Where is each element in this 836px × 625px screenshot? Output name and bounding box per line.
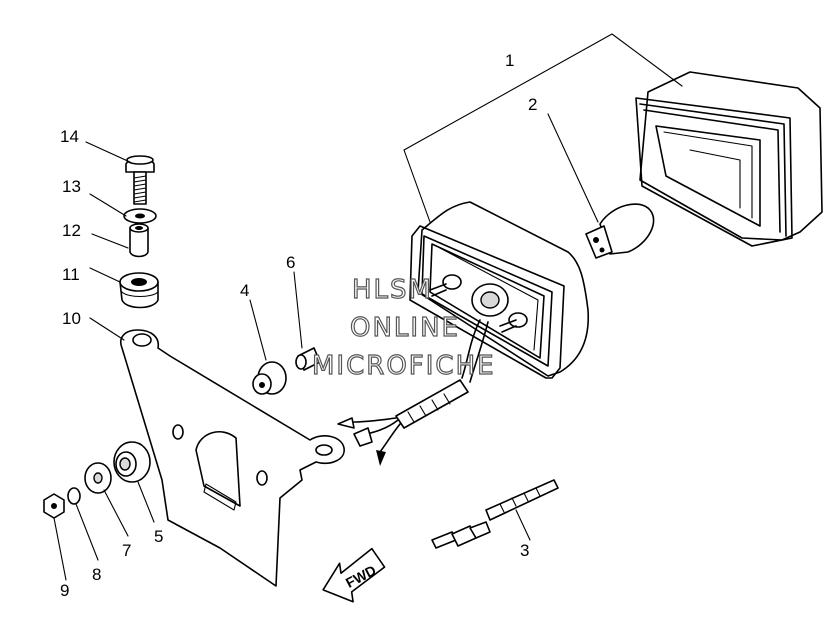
part-nut — [43, 493, 65, 519]
callout-labels: 1 2 3 4 5 6 7 8 9 10 11 12 13 14 — [60, 51, 537, 600]
part-damper — [119, 272, 159, 309]
watermark-line-1: HLSM — [352, 275, 433, 305]
watermark-line-3: MICROFICHE — [312, 351, 496, 381]
part-bolt — [125, 155, 155, 205]
watermark-line-2: ONLINE — [350, 313, 460, 343]
callout-8: 8 — [92, 565, 101, 584]
part-bracket — [120, 329, 345, 587]
callout-7: 7 — [122, 541, 131, 560]
callout-14: 14 — [60, 127, 79, 146]
callout-4: 4 — [240, 281, 249, 300]
part-lens-cover — [635, 71, 823, 247]
part-light-body — [337, 201, 590, 466]
leader-lines — [53, 33, 683, 581]
watermark: HLSM ONLINE MICROFICHE — [311, 274, 496, 381]
part-rubber-washer — [113, 441, 151, 483]
callout-11: 11 — [62, 265, 80, 284]
part-grommet — [252, 361, 287, 395]
callout-13: 13 — [62, 177, 81, 196]
callout-10: 10 — [62, 309, 81, 328]
callout-1: 1 — [505, 51, 514, 70]
callout-3: 3 — [520, 541, 529, 560]
part-plate-washer — [84, 462, 112, 494]
part-wire-clamp — [431, 479, 559, 549]
part-washer-top — [123, 208, 157, 224]
part-bulb — [585, 203, 655, 259]
callout-2: 2 — [528, 95, 537, 114]
callout-6: 6 — [286, 253, 295, 272]
part-collar — [295, 347, 321, 371]
callout-5: 5 — [154, 527, 163, 546]
part-lock-washer — [67, 487, 81, 505]
callout-12: 12 — [62, 221, 81, 240]
callout-9: 9 — [60, 581, 69, 600]
forward-direction-arrow: FWD — [322, 547, 386, 603]
part-spacer — [129, 223, 149, 258]
